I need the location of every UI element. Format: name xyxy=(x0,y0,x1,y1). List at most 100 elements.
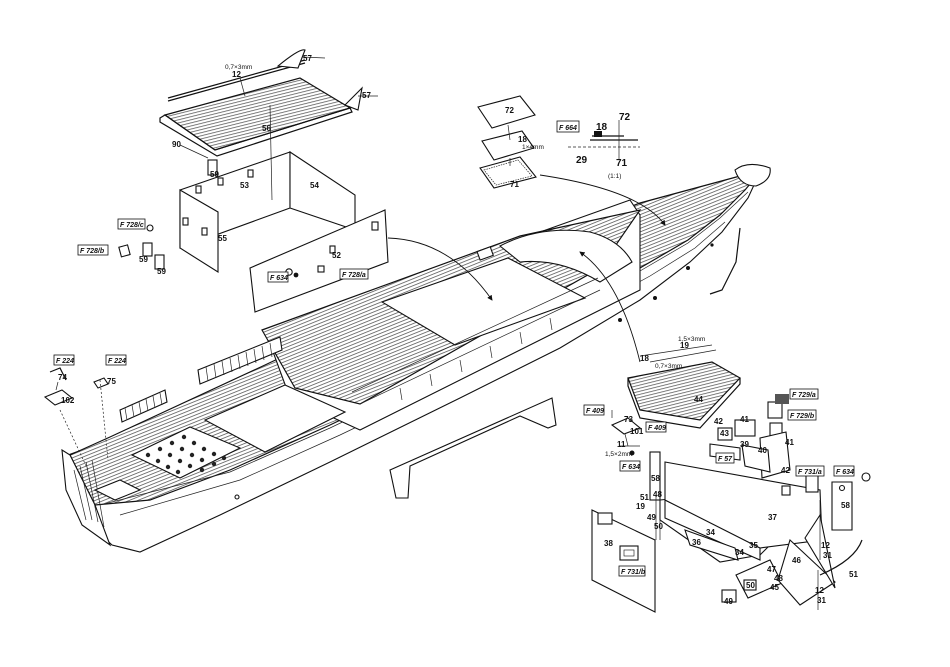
label-31a: 31 xyxy=(823,551,832,560)
label-71b: 71 xyxy=(616,158,628,169)
label-56: 56 xyxy=(262,124,271,133)
label-38: 38 xyxy=(604,539,613,548)
label-18a: 18 xyxy=(518,135,527,144)
svg-text:F 634: F 634 xyxy=(270,275,288,282)
part-labels: 57 57 0,7×3mm 12 56 90 59 53 54 55 59 59… xyxy=(53,54,858,606)
label-52: 52 xyxy=(332,251,341,260)
svg-text:F 729/a: F 729/a xyxy=(792,392,816,399)
label-57-lower: 57 xyxy=(362,91,371,100)
label-51b: 51 xyxy=(849,570,858,579)
svg-text:F 57: F 57 xyxy=(718,456,733,463)
label-39: 39 xyxy=(740,440,749,449)
code-f729b: F 729/b xyxy=(787,409,817,421)
label-59b: 59 xyxy=(139,255,148,264)
label-47: 47 xyxy=(767,565,776,574)
label-50a: 50 xyxy=(654,522,663,531)
label-74: 74 xyxy=(58,373,67,382)
hatch-exploded xyxy=(477,95,666,226)
label-44: 44 xyxy=(694,395,703,404)
code-f634c: F 634 xyxy=(833,465,855,477)
code-f409b: F 409 xyxy=(645,421,667,433)
label-18c: 18 xyxy=(640,354,649,363)
svg-text:F 728/b: F 728/b xyxy=(80,248,105,255)
label-19b: 19 xyxy=(636,502,645,511)
cabin-roof-exploded xyxy=(118,49,389,313)
label-55: 55 xyxy=(218,234,227,243)
label-101: 101 xyxy=(630,427,644,436)
label-dim-1p5x3: 1,5×3mm xyxy=(678,336,705,343)
label-35: 35 xyxy=(749,541,758,550)
stern-fittings xyxy=(43,367,109,471)
label-scale: (1:1) xyxy=(608,173,621,180)
hull xyxy=(61,163,771,553)
label-49b: 49 xyxy=(724,597,733,606)
label-46: 46 xyxy=(792,556,801,565)
label-dim-1p5x2: 1,5×2mm xyxy=(605,451,632,458)
label-59c: 59 xyxy=(157,267,166,276)
label-75: 75 xyxy=(107,377,116,386)
label-49a: 49 xyxy=(647,513,656,522)
code-f634a: F 634 xyxy=(267,271,289,283)
svg-text:F 224: F 224 xyxy=(56,358,74,365)
code-f57: F 57 xyxy=(715,452,735,464)
svg-text:F 634: F 634 xyxy=(622,464,640,471)
label-18b: 18 xyxy=(596,122,608,133)
arrow-cabin-to-deck xyxy=(387,237,493,301)
label-54: 54 xyxy=(310,181,319,190)
label-58a: 58 xyxy=(651,474,660,483)
svg-text:F 634: F 634 xyxy=(836,469,854,476)
code-f731a: F 731/a xyxy=(795,465,825,477)
label-dim-1x4: 1×4mm xyxy=(522,144,544,151)
label-12b: 12 xyxy=(821,541,830,550)
label-45: 45 xyxy=(770,583,779,592)
svg-text:F 224: F 224 xyxy=(108,358,126,365)
label-50b: 50 xyxy=(746,581,755,590)
svg-text:F 731/a: F 731/a xyxy=(798,469,822,476)
label-34a: 34 xyxy=(706,528,715,537)
label-48b: 48 xyxy=(774,574,783,583)
label-90: 90 xyxy=(172,140,181,149)
label-41a: 41 xyxy=(740,415,749,424)
label-11: 11 xyxy=(617,440,626,449)
svg-text:F 731/b: F 731/b xyxy=(621,569,646,576)
label-72b: 72 xyxy=(619,112,631,123)
svg-text:F 728/a: F 728/a xyxy=(342,272,366,279)
label-58b: 58 xyxy=(841,501,850,510)
label-59a: 59 xyxy=(210,170,219,179)
label-37: 37 xyxy=(768,513,777,522)
code-f409a: F 409 xyxy=(583,404,605,416)
code-f728a: F 728/a xyxy=(339,268,369,280)
svg-text:F 664: F 664 xyxy=(559,125,577,132)
label-42b: 42 xyxy=(781,466,790,475)
svg-text:F 409: F 409 xyxy=(586,408,604,415)
label-19: 19 xyxy=(680,341,689,350)
code-f728c: F 728/c xyxy=(117,218,146,230)
code-f224a: F 224 xyxy=(53,354,75,366)
code-f731b: F 731/b xyxy=(618,565,646,577)
label-41b: 41 xyxy=(785,438,794,447)
label-36: 36 xyxy=(692,538,701,547)
label-29: 29 xyxy=(576,155,588,166)
label-53: 53 xyxy=(240,181,249,190)
label-57-top: 57 xyxy=(303,54,312,63)
label-dim-0p7x3b: 0,7×3mm xyxy=(655,363,682,370)
label-48a: 48 xyxy=(653,490,662,499)
label-40: 40 xyxy=(758,446,767,455)
label-71a: 71 xyxy=(510,180,519,189)
label-42a: 42 xyxy=(714,417,723,426)
label-43: 43 xyxy=(720,429,729,438)
forecabin-exploded xyxy=(579,251,871,613)
label-72a: 72 xyxy=(505,106,514,115)
code-f664: F 664 xyxy=(556,120,580,133)
label-73: 73 xyxy=(624,415,633,424)
code-f634b: F 634 xyxy=(619,460,641,472)
label-dim-0p7x3: 0,7×3mm xyxy=(225,64,252,71)
label-12c: 12 xyxy=(815,586,824,595)
svg-text:F 728/c: F 728/c xyxy=(120,222,144,229)
label-31b: 31 xyxy=(817,596,826,605)
svg-text:F 729/b: F 729/b xyxy=(790,413,815,420)
code-f729a: F 729/a xyxy=(789,388,819,400)
code-f224b: F 224 xyxy=(105,354,127,366)
code-f728b: F 728/b xyxy=(77,244,109,256)
